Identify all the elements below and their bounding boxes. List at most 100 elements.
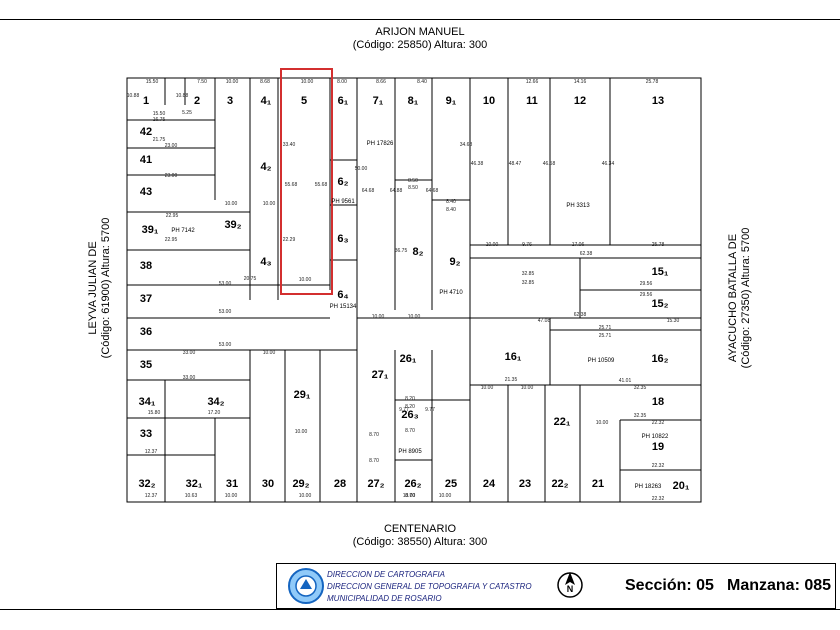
parcel-label-p37: 37 <box>140 293 152 305</box>
dimension-label: 53.00 <box>219 342 232 348</box>
municipal-seal-icon <box>288 568 324 604</box>
parcel-label-p11: 11 <box>526 95 538 107</box>
dimension-label: 10.00 <box>481 385 494 391</box>
dimension-label: 7.50 <box>197 79 207 85</box>
parcel-label-p4_1: 4₁ <box>261 95 272 107</box>
parcel-label-p26_2: 26₂ <box>404 478 421 490</box>
dimension-label: 22.32 <box>652 463 665 469</box>
parcel-label-p27_2: 27₂ <box>367 478 384 490</box>
dimension-label: 22.32 <box>652 496 665 502</box>
parcel-label-p8_1: 8₁ <box>408 95 419 107</box>
dimension-label: 8.50 <box>408 185 418 191</box>
dimension-label: 62.38 <box>574 312 587 318</box>
ph-label-ph3313: PH 3313 <box>566 203 590 209</box>
dimension-label: 10.00 <box>263 350 276 356</box>
parcel-label-p18: 18 <box>652 396 664 408</box>
parcel-label-p16_2: 16₂ <box>651 353 668 365</box>
dimension-label: 8.70 <box>369 458 379 464</box>
dimension-label: 10.00 <box>408 314 421 320</box>
parcel-label-p6_4: 6₄ <box>337 289 348 301</box>
dimension-label: 10.00 <box>301 79 314 85</box>
dimension-label: 14.16 <box>574 79 587 85</box>
dimension-label: 10.00 <box>225 493 238 499</box>
parcel-label-p20_1: 20₁ <box>673 480 690 492</box>
dimension-label: 33.40 <box>283 142 296 148</box>
dimension-label: 10.00 <box>263 201 276 207</box>
parcel-label-p5: 5 <box>301 95 307 107</box>
parcel-label-p6_3: 6₃ <box>337 233 348 245</box>
parcel-label-p28: 28 <box>334 478 346 490</box>
dimension-label: 41.01 <box>619 378 632 384</box>
parcel-label-p33: 33 <box>140 428 152 440</box>
dimension-label: 12.66 <box>526 79 539 85</box>
dimension-label: 17.06 <box>572 242 585 248</box>
dimension-label: 8.50 <box>408 178 418 184</box>
parcel-lines <box>126 77 702 503</box>
dimension-label: 8.70 <box>405 428 415 434</box>
ph-label-ph10822: PH 10822 <box>642 434 669 440</box>
dimension-label: 25.78 <box>652 242 665 248</box>
dimension-label: 22.32 <box>652 420 665 426</box>
parcel-label-p10: 10 <box>483 95 495 107</box>
parcel-label-p30: 30 <box>262 478 274 490</box>
office-line-3: MUNICIPALIDAD DE ROSARIO <box>327 594 442 603</box>
dimension-label: 10.00 <box>295 429 308 435</box>
parcel-label-p24: 24 <box>483 478 496 490</box>
dimension-label: 64.88 <box>390 188 403 194</box>
parcel-label-p42: 42 <box>140 126 152 138</box>
parcel-label-p29_2: 29₂ <box>292 478 309 490</box>
north-arrow-icon: N <box>557 572 583 598</box>
dimension-label: 55.68 <box>285 182 298 188</box>
parcel-label-p32_2: 32₂ <box>138 478 155 490</box>
dimension-label: 36.75 <box>395 248 408 254</box>
dimension-label: 10.88 <box>127 93 140 99</box>
parcel-label-p16_1: 16₁ <box>505 351 522 363</box>
parcel-label-p43: 43 <box>140 186 152 198</box>
dimension-label: 10.00 <box>596 420 609 426</box>
dimension-label: 21.75 <box>153 137 166 143</box>
dimension-label: 8.20 <box>405 396 415 402</box>
dimension-label: 10.88 <box>176 93 189 99</box>
parcel-label-p15_2: 15₂ <box>651 298 668 310</box>
parcel-label-p21: 21 <box>592 478 604 490</box>
dimension-label: 8.68 <box>260 79 270 85</box>
dimension-label: 64.68 <box>362 188 375 194</box>
dimension-label: 33.00 <box>183 375 196 381</box>
street-info: (Código: 25850) Altura: 300 <box>352 39 488 51</box>
parcel-label-p32_1: 32₁ <box>186 478 203 490</box>
parcel-label-p35: 35 <box>140 359 152 371</box>
svg-text:N: N <box>567 584 574 594</box>
parcel-label-p22_2: 22₂ <box>551 478 568 490</box>
dimension-label: 8.66 <box>376 79 386 85</box>
dimension-label: 12.37 <box>145 449 158 455</box>
street-name: CENTENARIO <box>383 523 457 535</box>
parcel-label-p13: 13 <box>652 95 664 107</box>
ph-label-ph4710: PH 4710 <box>439 290 463 296</box>
dimension-label: 21.35 <box>505 377 518 383</box>
dimension-label: 33.00 <box>183 350 196 356</box>
parcel-label-p34_1: 34₁ <box>139 396 156 408</box>
dimension-label: 15.50 <box>153 111 166 117</box>
parcel-label-p36: 36 <box>140 326 152 338</box>
parcel-label-p23: 23 <box>519 478 531 490</box>
dimension-label: 46.34 <box>602 161 615 167</box>
dimension-label: 25.78 <box>646 79 659 85</box>
parcel-label-p6_1: 6₁ <box>338 95 349 107</box>
dimension-label: 8.20 <box>405 404 415 410</box>
dimension-label: 32.35 <box>634 385 647 391</box>
dimension-label: 8.40 <box>417 79 427 85</box>
dimension-label: 17.20 <box>208 410 221 416</box>
ph-label-ph17826: PH 17826 <box>367 141 394 147</box>
parcel-label-p31: 31 <box>226 478 238 490</box>
parcel-label-p27_1: 27₁ <box>372 369 389 381</box>
dimension-label: 32.35 <box>634 413 647 419</box>
dimension-label: 55.68 <box>315 182 328 188</box>
dimension-label: 29.56 <box>640 292 653 298</box>
dimension-label: 23.00 <box>165 143 178 149</box>
parcel-label-p26_1: 26₁ <box>400 353 417 365</box>
dimension-label: 10.00 <box>299 493 312 499</box>
parcel-label-p6_2: 6₂ <box>337 176 348 188</box>
ph-label-ph15134: PH 15134 <box>330 304 357 310</box>
dimension-label: 12.37 <box>145 493 158 499</box>
parcel-label-p41: 41 <box>140 154 152 166</box>
